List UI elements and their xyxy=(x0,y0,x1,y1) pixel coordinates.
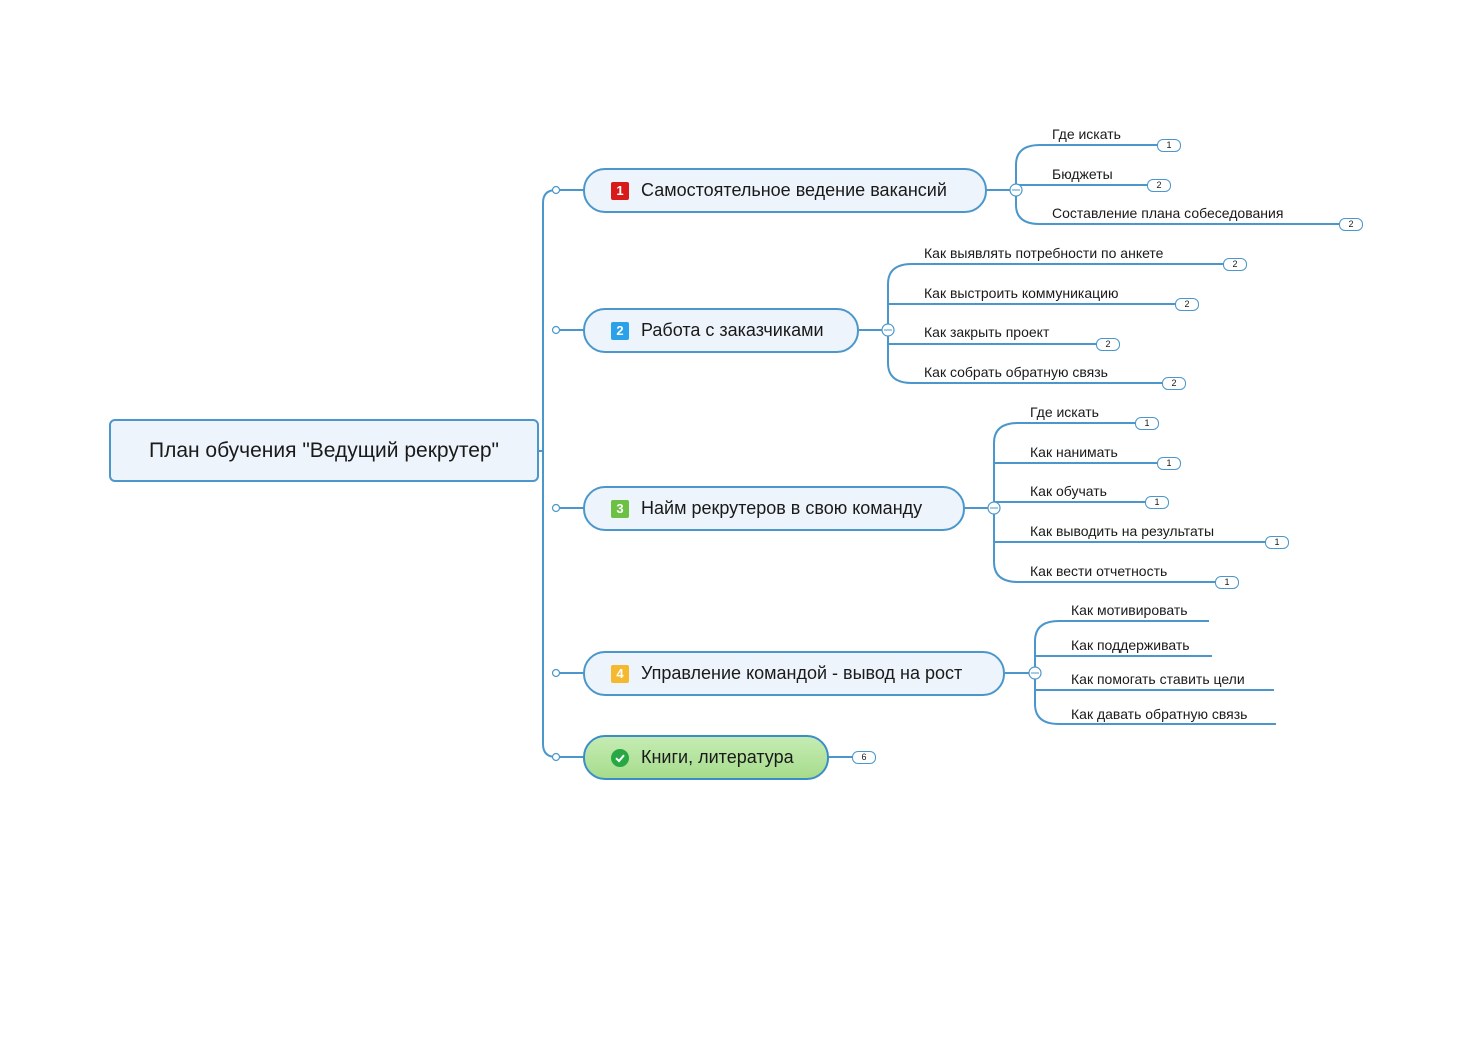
count-badge[interactable]: 1 xyxy=(1215,576,1239,589)
count-badge[interactable]: 2 xyxy=(1162,377,1186,390)
count-badge[interactable]: 1 xyxy=(1157,139,1181,152)
subtopic-close-project[interactable]: Как закрыть проект xyxy=(924,324,1050,340)
root-topic-label: План обучения "Ведущий рекрутер" xyxy=(148,438,500,462)
count-badge[interactable]: 2 xyxy=(1096,338,1120,351)
priority-2-icon: 2 xyxy=(611,321,629,340)
subtopic-support[interactable]: Как поддерживать xyxy=(1071,637,1190,653)
subtopic-results[interactable]: Как выводить на результаты xyxy=(1030,523,1215,539)
subtopic-feedback[interactable]: Как собрать обратную связь xyxy=(924,364,1108,380)
count-badge[interactable]: 1 xyxy=(1265,536,1289,549)
topic-clients[interactable]: 2 Работа с заказчиками xyxy=(583,308,859,353)
count-badge[interactable]: 6 xyxy=(852,751,876,764)
subtopic-where-to-search[interactable]: Где искать xyxy=(1052,126,1121,142)
subtopic-reporting[interactable]: Как вести отчетность xyxy=(1030,563,1168,579)
topic-label: Найм рекрутеров в свою команду xyxy=(641,498,923,518)
subtopic-budgets[interactable]: Бюджеты xyxy=(1052,166,1113,182)
subtopic-motivate[interactable]: Как мотивировать xyxy=(1071,602,1188,618)
subtopic-communication[interactable]: Как выстроить коммуникацию xyxy=(924,285,1119,301)
priority-3-icon: 3 xyxy=(611,499,629,518)
root-topic[interactable]: План обучения "Ведущий рекрутер" xyxy=(109,419,539,482)
count-badge[interactable]: 1 xyxy=(1157,457,1181,470)
count-badge[interactable]: 1 xyxy=(1145,496,1169,509)
topic-label: Управление командой - вывод на рост xyxy=(641,663,963,683)
topic-label: Самостоятельное ведение вакансий xyxy=(641,180,947,200)
subtopic-interview-plan[interactable]: Составление плана собеседования xyxy=(1052,205,1284,221)
subtopic-goals[interactable]: Как помогать ставить цели xyxy=(1071,671,1245,687)
subtopic-how-to-hire[interactable]: Как нанимать xyxy=(1030,444,1118,460)
subtopic-give-feedback[interactable]: Как давать обратную связь xyxy=(1071,706,1248,722)
topic-team-management[interactable]: 4 Управление командой - вывод на рост xyxy=(583,651,1005,696)
check-icon xyxy=(611,748,629,767)
topic-hiring[interactable]: 3 Найм рекрутеров в свою команду xyxy=(583,486,965,531)
topic-label: Работа с заказчиками xyxy=(641,320,824,340)
subtopic-how-to-train[interactable]: Как обучать xyxy=(1030,483,1107,499)
subtopic-needs[interactable]: Как выявлять потребности по анкете xyxy=(924,245,1164,261)
topic-books[interactable]: Книги, литература xyxy=(583,735,829,780)
count-badge[interactable]: 2 xyxy=(1147,179,1171,192)
topic-vacancies[interactable]: 1 Самостоятельное ведение вакансий xyxy=(583,168,987,213)
topic-label: Книги, литература xyxy=(641,747,794,767)
priority-4-icon: 4 xyxy=(611,664,629,683)
count-badge[interactable]: 2 xyxy=(1175,298,1199,311)
subtopic-where-to-search[interactable]: Где искать xyxy=(1030,404,1099,420)
count-badge[interactable]: 1 xyxy=(1135,417,1159,430)
count-badge[interactable]: 2 xyxy=(1339,218,1363,231)
count-badge[interactable]: 2 xyxy=(1223,258,1247,271)
priority-1-icon: 1 xyxy=(611,181,629,200)
